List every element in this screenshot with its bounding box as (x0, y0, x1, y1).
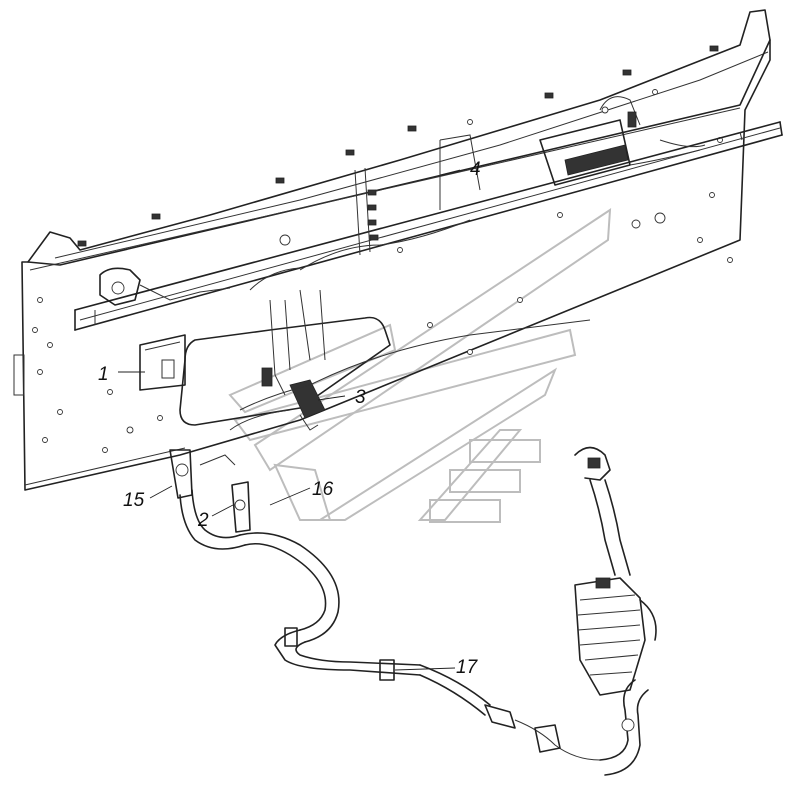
callout-3: 3 (355, 387, 366, 408)
callout-4: 4 (470, 159, 481, 180)
harness-cluster-4 (249, 134, 481, 291)
hose-assembly (169, 449, 649, 776)
callout-15: 15 (123, 490, 145, 511)
callout-16: 16 (312, 479, 334, 500)
rails (74, 121, 783, 331)
upper-right-block (539, 96, 706, 186)
switch-3 (229, 289, 591, 431)
bracket-1 (139, 334, 186, 391)
right-actuator-cluster (574, 446, 657, 696)
watermark-logo (228, 208, 612, 523)
upper-left-mechanism (99, 267, 231, 306)
callout-1: 1 (98, 364, 109, 385)
main-panel (13, 9, 771, 491)
callout-2: 2 (197, 510, 209, 531)
window-cutout (179, 316, 391, 426)
panel-holes (32, 89, 733, 453)
callout-17: 17 (456, 657, 479, 678)
leader-lines (118, 169, 461, 671)
